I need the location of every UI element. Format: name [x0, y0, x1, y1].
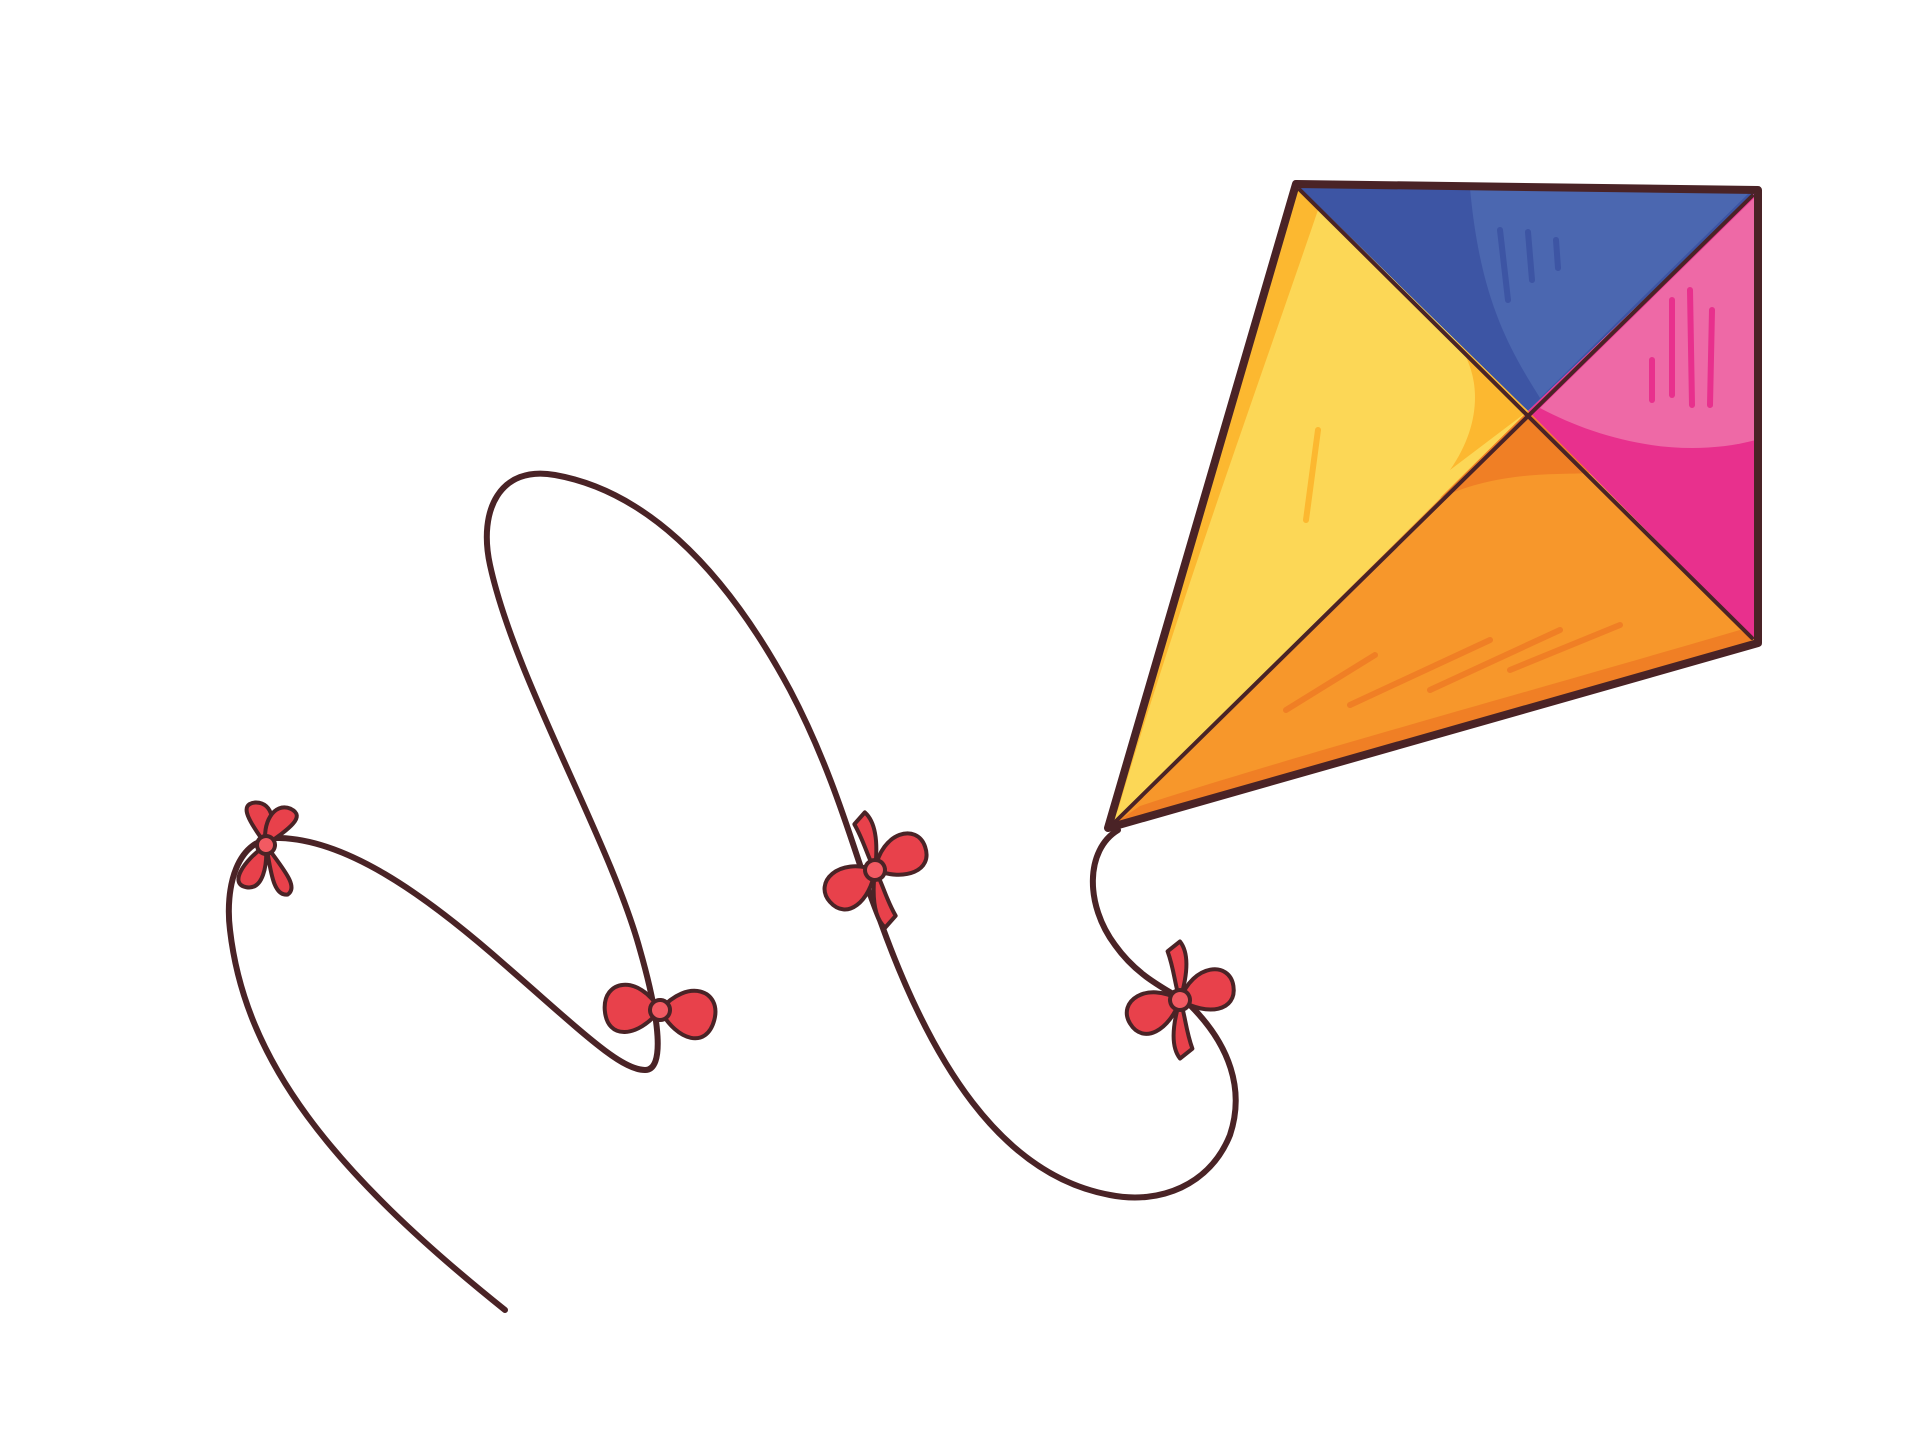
tail-bow-3 [602, 982, 718, 1041]
kite-spar-vertical [1298, 188, 1754, 640]
kite-panel-left [1108, 184, 1528, 828]
kite-texture-strokes [1283, 227, 1715, 713]
kite-body [1104, 180, 1762, 832]
tail-bow-1 [1124, 939, 1236, 1061]
tail-bow-2 [822, 810, 929, 930]
kite-panel-left-fold [1450, 340, 1528, 470]
kite-panel-left-shade [1108, 188, 1318, 828]
kite-panel-bottom [1108, 411, 1758, 828]
kite-spar-horizontal [1112, 194, 1754, 825]
kite-panel-right-highlight [1540, 196, 1756, 449]
tail-bow-4 [236, 800, 299, 897]
kite-string [225, 470, 1239, 1313]
kite-panel-bottom-shade [1440, 411, 1590, 498]
kite-panel-top-right-highlight [1470, 188, 1750, 398]
kite-outline [1104, 180, 1762, 832]
